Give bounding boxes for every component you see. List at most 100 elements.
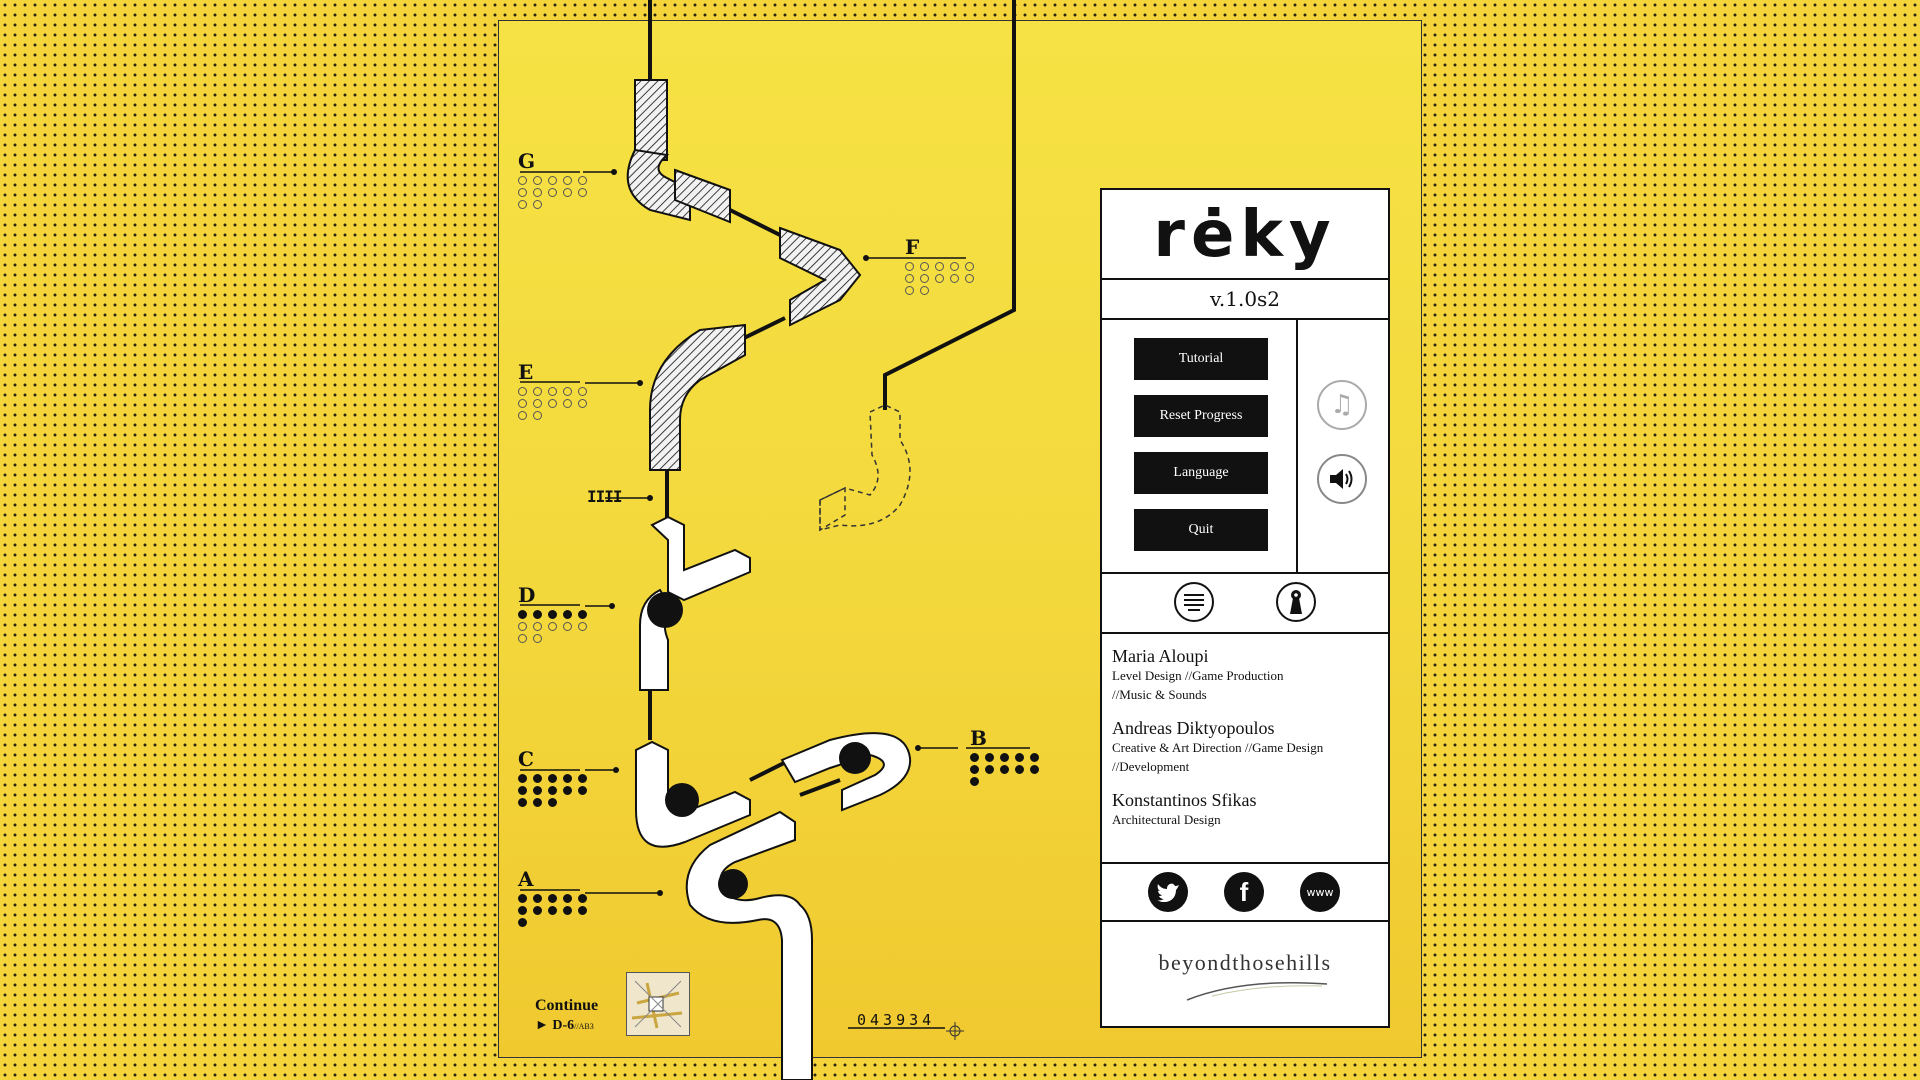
progress-dot (563, 622, 572, 631)
stage-a-piece[interactable] (685, 810, 813, 1080)
progress-dot (518, 906, 527, 915)
credit-role: Architectural Design (1112, 812, 1221, 827)
progress-dot (905, 274, 914, 283)
continue-suffix: //AB3 (574, 1022, 594, 1031)
progress-dot (518, 200, 527, 209)
language-button[interactable]: Language (1134, 452, 1268, 494)
progress-dot (578, 906, 587, 915)
twitter-button[interactable] (1148, 872, 1188, 912)
level-thumbnail[interactable] (626, 972, 690, 1036)
progress-dot (548, 399, 557, 408)
stage-c-piece[interactable] (635, 740, 751, 848)
continue-button[interactable]: Continue ► D-6//AB3 (535, 996, 598, 1037)
progress-dot (578, 786, 587, 795)
progress-dot (533, 411, 542, 420)
progress-dot (518, 786, 527, 795)
progress-dot (533, 894, 542, 903)
progress-dot (905, 286, 914, 295)
progress-dot (1015, 765, 1024, 774)
facebook-icon: f (1239, 876, 1249, 907)
progress-dot (563, 387, 572, 396)
progress-dot (563, 894, 572, 903)
progress-dot (970, 765, 979, 774)
progress-dot (578, 387, 587, 396)
credit-name: Andreas Diktyopoulos (1112, 718, 1275, 738)
progress-dot (563, 399, 572, 408)
progress-dot (905, 262, 914, 271)
stage-c-label: C (518, 747, 534, 771)
studio-section[interactable]: beyondthosehills (1102, 922, 1388, 1026)
list-icon (1184, 594, 1204, 611)
studio-swoosh (1186, 982, 1328, 1001)
stage-b-piece[interactable] (780, 732, 912, 812)
progress-dot (518, 798, 527, 807)
stage-d-piece[interactable] (639, 515, 751, 691)
progress-dot (518, 387, 527, 396)
progress-dot (578, 610, 587, 619)
stage-g-piece[interactable] (626, 79, 731, 224)
progress-dot (1000, 753, 1009, 762)
progress-dot (548, 786, 557, 795)
menu-buttons-section: Tutorial Reset Progress Language Quit ♫ (1102, 320, 1388, 574)
website-button[interactable]: www (1300, 872, 1340, 912)
stage-d-progress (518, 610, 590, 643)
progress-dot (518, 918, 527, 927)
sound-toggle-button[interactable] (1317, 454, 1367, 504)
credits-section: Maria Aloupi Level Design //Game Product… (1102, 634, 1388, 864)
info-button[interactable] (1276, 582, 1316, 622)
credit-name: Maria Aloupi (1112, 646, 1209, 666)
progress-dot (533, 634, 542, 643)
progress-dot (533, 622, 542, 631)
progress-dot (518, 774, 527, 783)
progress-dot (548, 188, 557, 197)
progress-dot (578, 894, 587, 903)
tutorial-button[interactable]: Tutorial (1134, 338, 1268, 380)
facebook-button[interactable]: f (1224, 872, 1264, 912)
credit-role: //Development (1112, 759, 1190, 774)
checkpoint-marker: IIII (587, 487, 623, 506)
progress-dot (985, 765, 994, 774)
progress-dot (533, 387, 542, 396)
progress-dot (548, 622, 557, 631)
progress-dot (1030, 753, 1039, 762)
quit-button[interactable]: Quit (1134, 509, 1268, 551)
progress-dot (533, 399, 542, 408)
credit-role: //Music & Sounds (1112, 687, 1207, 702)
credit-entry: Andreas Diktyopoulos Creative & Art Dire… (1112, 718, 1378, 776)
credit-role: Level Design //Game Production (1112, 668, 1284, 683)
progress-dot (548, 906, 557, 915)
progress-dot (563, 188, 572, 197)
crosshair-icon (946, 1022, 964, 1040)
progress-dot (965, 274, 974, 283)
music-note-icon: ♫ (1330, 390, 1354, 420)
progress-dot (533, 188, 542, 197)
progress-dot (533, 200, 542, 209)
credit-entry: Maria Aloupi Level Design //Game Product… (1112, 646, 1378, 704)
progress-dot (578, 774, 587, 783)
list-button[interactable] (1174, 582, 1214, 622)
progress-dot (563, 610, 572, 619)
svg-text:rėky: rėky (1153, 198, 1336, 272)
stage-f-progress (905, 262, 977, 295)
progress-dot (518, 399, 527, 408)
reset-progress-button[interactable]: Reset Progress (1134, 395, 1268, 437)
stage-g-label: G (518, 149, 536, 173)
music-toggle-button[interactable]: ♫ (1317, 380, 1367, 430)
progress-dot (1015, 753, 1024, 762)
progress-dot (920, 262, 929, 271)
progress-dot (563, 774, 572, 783)
stage-e-piece[interactable] (649, 323, 746, 471)
stage-a-progress (518, 894, 590, 927)
progress-dot (548, 894, 557, 903)
stage-a-label: A (518, 867, 534, 891)
version-label: v.1.0s2 (1102, 280, 1388, 320)
progress-dot (548, 610, 557, 619)
progress-dot (548, 798, 557, 807)
stage-f-piece[interactable] (779, 226, 862, 327)
stage-c-progress (518, 774, 590, 807)
progress-dot (518, 634, 527, 643)
progress-dot (935, 274, 944, 283)
progress-dot (970, 753, 979, 762)
progress-dot (533, 798, 542, 807)
stage-e-label: E (518, 360, 534, 384)
